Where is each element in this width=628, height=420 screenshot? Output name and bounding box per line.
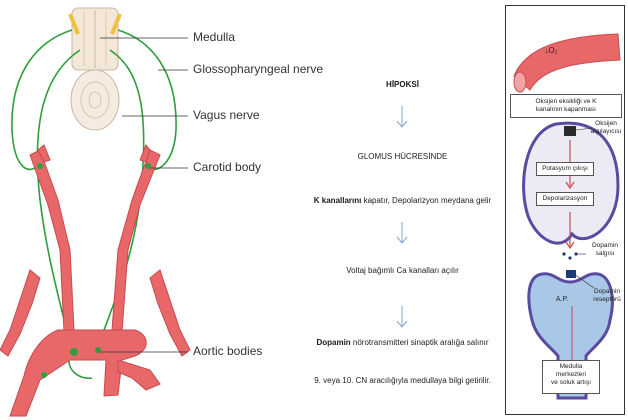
dopamine-receptor-label-1: Dopamin bbox=[590, 288, 624, 295]
flow-step-dopamine: Dopamin nörotransmitteri sinaptik aralığ… bbox=[300, 338, 505, 347]
flow-step-hypoxia: HİPOKSİ bbox=[300, 80, 505, 89]
medulla-centers-line1: Medulla bbox=[543, 363, 599, 370]
down-arrow-icon bbox=[396, 222, 408, 244]
flow-step-ca-channels: Voltaj bağımlı Ca kanalları açılır bbox=[300, 266, 505, 275]
mechanism-panel: ↓O₂ Oksijen eksikliği ve K kanalının kap… bbox=[505, 5, 625, 415]
aortic-bodies-label: Aortic bodies bbox=[193, 344, 262, 358]
dopamine-receptor-label-2: reseptörü bbox=[590, 296, 624, 303]
box-depolarization: Depolarizasyon bbox=[536, 192, 594, 206]
box-potassium: Potasyum çıkışı bbox=[536, 162, 594, 176]
mechanism-illustration bbox=[506, 6, 626, 416]
medulla-centers-line2: merkezleri bbox=[543, 371, 599, 378]
glomus-cell bbox=[524, 123, 618, 248]
box-oxygen-deficit: Oksijen eksikliği ve K kanalının kapanma… bbox=[510, 94, 622, 118]
anatomy-panel: Medulla Glossopharyngeal nerve Vagus ner… bbox=[0, 0, 300, 420]
flow-step-k-channels: K kanallarını kapatır, Depolarizyon meyd… bbox=[300, 196, 505, 205]
carotid-body-label: Carotid body bbox=[193, 160, 261, 174]
box-oxygen-deficit-line1: Oksijen eksikliği ve K bbox=[511, 98, 621, 105]
vagus-label: Vagus nerve bbox=[193, 108, 260, 122]
flow-step-glomus: GLOMUS HÜCRESİNDE bbox=[300, 152, 505, 161]
depolarization-label: Depolarizasyon bbox=[537, 195, 593, 202]
potassium-label: Potasyum çıkışı bbox=[537, 165, 593, 172]
box-oxygen-deficit-line2: kanalının kapanması bbox=[511, 106, 621, 113]
oxygen-sensor-label-2: algılayıcısı bbox=[586, 128, 626, 135]
medulla-label: Medulla bbox=[193, 30, 235, 44]
carotid-bodies bbox=[37, 163, 151, 169]
o2-label: ↓O₂ bbox=[536, 46, 566, 55]
dopamine-release-label-1: Dopamin bbox=[586, 242, 624, 249]
blood-vessel bbox=[514, 34, 620, 92]
dopamine-release-label-2: salgısı bbox=[586, 250, 624, 257]
down-arrow-icon bbox=[396, 106, 408, 128]
medulla-illustration bbox=[70, 8, 120, 130]
medulla-centers-line3: ve soluk artışı bbox=[543, 379, 599, 386]
flow-panel: HİPOKSİ GLOMUS HÜCRESİNDE K kanallarını … bbox=[300, 0, 505, 420]
artery-illustration bbox=[0, 145, 190, 416]
ap-label: A.P. bbox=[550, 296, 574, 304]
flow-step-cn: 9. veya 10. CN aracılığıyla medullaya bi… bbox=[300, 376, 505, 385]
box-medulla-centers: Medulla merkezleri ve soluk artışı bbox=[542, 360, 600, 394]
oxygen-sensor-label-1: Oksijen bbox=[588, 120, 624, 127]
down-arrow-icon bbox=[396, 306, 408, 328]
